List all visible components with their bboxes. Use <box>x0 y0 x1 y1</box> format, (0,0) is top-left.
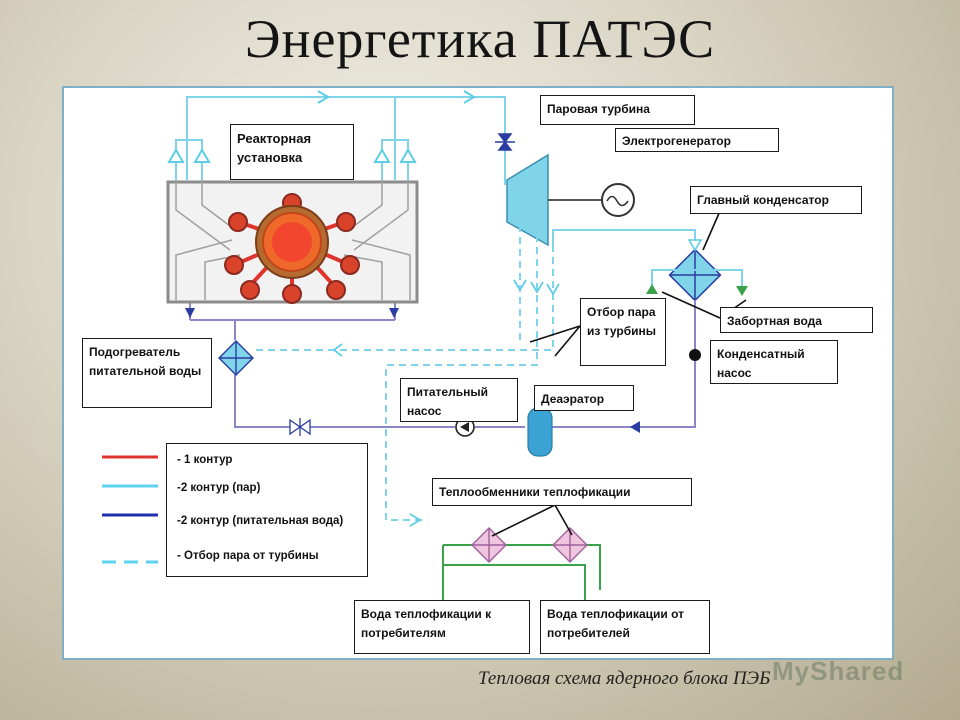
label-district-heat-exchangers: Теплообменники теплофикации <box>432 478 692 506</box>
heat-exchanger-1-icon <box>471 527 507 563</box>
label-intake-water: Забортная вода <box>720 307 873 333</box>
figure-caption: Тепловая схема ядерного блока ПЭБ <box>478 668 771 689</box>
label-generator: Электрогенератор <box>615 128 779 152</box>
legend-item-extraction: - Отбор пара от турбины <box>177 549 319 562</box>
steam-valve-icon <box>495 133 515 151</box>
label-feedwater-heater: Подогреватель питательной воды <box>82 338 212 408</box>
check-valve-icon <box>289 418 311 436</box>
steam-turbine-icon <box>506 153 549 247</box>
label-condensate-pump: Конденсатный насос <box>710 340 838 384</box>
label-main-condenser: Главный конденсатор <box>690 186 862 214</box>
label-reactor: Реакторная установка <box>230 124 354 180</box>
feedwater-heater-icon <box>218 340 254 376</box>
steam-arrows <box>167 90 476 163</box>
reactor-unit-icon <box>166 180 419 304</box>
watermark-logo: MyShared <box>772 656 905 686</box>
heat-exchanger-2-icon <box>552 527 588 563</box>
legend-item-primary: - 1 контур <box>177 453 233 466</box>
label-steam-turbine: Паровая турбина <box>540 95 695 125</box>
legend-lines <box>102 455 158 564</box>
generator-icon <box>601 183 635 217</box>
slide-title: Энергетика ПАТЭС <box>244 9 716 69</box>
label-heating-water-to: Вода теплофикации к потребителям <box>354 600 530 654</box>
steam-extraction-lines <box>255 225 554 521</box>
main-condenser-icon <box>668 248 722 302</box>
label-heating-water-from: Вода теплофикации от потребителей <box>540 600 710 654</box>
label-steam-extraction: Отбор пара из турбины <box>580 298 666 366</box>
label-feed-pump: Питательный насос <box>400 378 518 422</box>
legend-item-feedwater: -2 контур (питательная вода) <box>177 514 344 527</box>
extraction-arrows <box>332 279 560 527</box>
label-deaerator: Деаэратор <box>534 385 634 411</box>
legend-item-steam: -2 контур (пар) <box>177 481 261 494</box>
deaerator-icon <box>527 407 553 457</box>
condensate-pump-icon <box>689 349 701 361</box>
legend: - 1 контур -2 контур (пар) -2 контур (пи… <box>166 443 368 577</box>
